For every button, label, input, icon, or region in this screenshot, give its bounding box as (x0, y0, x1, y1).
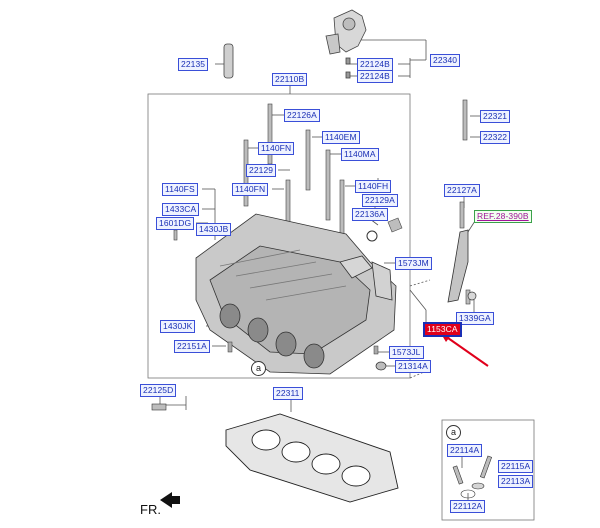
part-label-22127a[interactable]: 22127A (444, 184, 480, 197)
bracket-shape (447, 229, 469, 303)
part-label-1140fs[interactable]: 1140FS (162, 183, 198, 196)
part-label-1430jb[interactable]: 1430JB (196, 223, 232, 236)
leader-lines (159, 39, 508, 500)
detail-frame (441, 419, 535, 521)
detail-marker-inset: a (446, 425, 461, 440)
part-label-1573jl[interactable]: 1573JL (389, 346, 424, 359)
highlight-arrow-icon (440, 332, 489, 367)
part-label-22322[interactable]: 22322 (480, 131, 511, 144)
part-label-22124b-2[interactable]: 22124B (357, 70, 393, 83)
part-label-22125d[interactable]: 22125D (140, 384, 177, 397)
sleeve-shape (223, 43, 234, 79)
part-label-22113a[interactable]: 22113A (498, 475, 534, 488)
head-gasket-shape (225, 413, 399, 503)
part-label-1433ca[interactable]: 1433CA (162, 203, 200, 216)
valve-detail-shapes (452, 455, 493, 499)
part-label-1601dg[interactable]: 1601DG (156, 217, 195, 230)
reference-link[interactable]: REF.28-390B (474, 210, 532, 223)
part-label-1140fn-2[interactable]: 1140FN (232, 183, 269, 196)
part-label-22129[interactable]: 22129 (246, 164, 277, 177)
part-label-22136a[interactable]: 22136A (352, 208, 388, 221)
front-direction-label: FR. (140, 502, 161, 517)
part-label-1140fh[interactable]: 1140FH (355, 180, 392, 193)
front-arrow-icon (160, 492, 180, 508)
part-label-22129a[interactable]: 22129A (362, 194, 398, 207)
part-label-22311[interactable]: 22311 (273, 387, 303, 400)
part-label-22135[interactable]: 22135 (178, 58, 209, 71)
part-label-22340[interactable]: 22340 (430, 54, 461, 67)
part-label-1140fn-1[interactable]: 1140FN (258, 142, 295, 155)
part-label-22321[interactable]: 22321 (480, 110, 511, 123)
part-label-22114a[interactable]: 22114A (447, 444, 483, 457)
part-label-22126a[interactable]: 22126A (284, 109, 320, 122)
assembly-frame (147, 93, 411, 379)
cylinder-head-shape (195, 213, 397, 375)
o-ring-shape (366, 230, 378, 242)
part-label-1339ga[interactable]: 1339GA (456, 312, 494, 325)
part-label-1153ca-highlighted[interactable]: 1153CA (423, 322, 462, 337)
part-label-1140em[interactable]: 1140EM (322, 131, 360, 144)
part-label-1430jk[interactable]: 1430JK (160, 320, 196, 333)
part-label-22110b[interactable]: 22110B (272, 73, 308, 86)
part-label-22112a[interactable]: 22112A (450, 500, 486, 513)
detail-marker-main: a (251, 361, 266, 376)
part-label-21314a[interactable]: 21314A (395, 360, 431, 373)
part-label-1573jm[interactable]: 1573JM (395, 257, 432, 270)
part-label-22115a[interactable]: 22115A (498, 460, 534, 473)
part-label-1140ma[interactable]: 1140MA (341, 148, 379, 161)
vacuum-pump-shape (325, 9, 367, 79)
part-label-22151a[interactable]: 22151A (174, 340, 210, 353)
